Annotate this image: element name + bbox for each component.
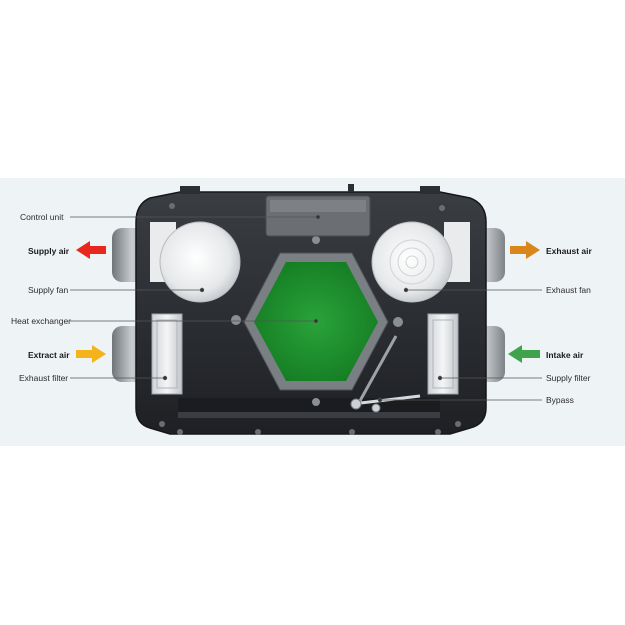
label-intake-air: Intake air bbox=[546, 350, 584, 360]
label-heat-exchanger: Heat exchanger bbox=[11, 316, 72, 326]
exhaust-fan bbox=[371, 221, 470, 303]
supply-fan bbox=[150, 221, 241, 303]
supply-air-arrow bbox=[76, 241, 106, 259]
exhaust-filter bbox=[151, 313, 183, 395]
label-extract-air: Extract air bbox=[28, 350, 70, 360]
label-bypass: Bypass bbox=[546, 395, 574, 405]
exhaust-air-arrow bbox=[510, 241, 540, 259]
label-supply-air: Supply air bbox=[28, 246, 70, 256]
supply-filter bbox=[427, 313, 459, 395]
label-supply-filter: Supply filter bbox=[546, 373, 591, 383]
label-exhaust-air: Exhaust air bbox=[546, 246, 592, 256]
label-control-unit: Control unit bbox=[20, 212, 64, 222]
label-exhaust-filter: Exhaust filter bbox=[19, 373, 69, 383]
label-exhaust-fan: Exhaust fan bbox=[546, 285, 591, 295]
extract-air-arrow bbox=[76, 345, 106, 363]
intake-air-arrow bbox=[508, 345, 540, 363]
label-supply-fan: Supply fan bbox=[28, 285, 69, 295]
leader-lines bbox=[70, 214, 542, 403]
